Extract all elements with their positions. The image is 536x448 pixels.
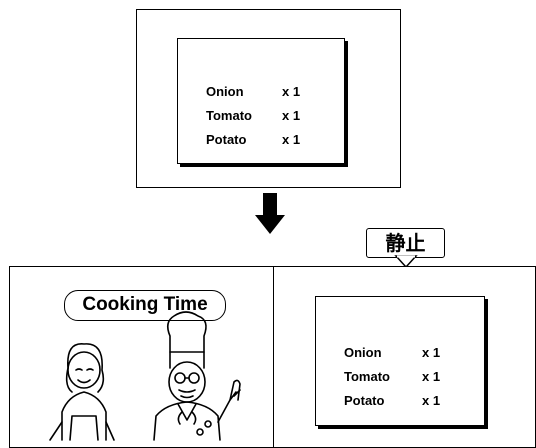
ingredient-qty: x 1 <box>422 393 441 408</box>
bottom-ingredient-card: Onion x 1 Tomato x 1 Potato x 1 <box>315 296 485 426</box>
ingredient-name: Potato <box>344 393 385 408</box>
down-arrow-icon <box>255 193 285 234</box>
ingredient-qty: x 1 <box>282 132 301 147</box>
ingredient-name: Tomato <box>206 108 252 123</box>
cooking-time-text: Cooking Time <box>82 294 208 315</box>
ingredient-name: Potato <box>206 132 247 147</box>
ingredient-qty: x 1 <box>282 84 301 99</box>
ingredient-qty: x 1 <box>422 345 441 360</box>
ingredient-qty: x 1 <box>282 108 301 123</box>
top-ingredient-card: Onion x 1 Tomato x 1 Potato x 1 <box>177 38 345 164</box>
still-callout: 静止 <box>366 228 445 258</box>
ingredient-name: Onion <box>344 345 382 360</box>
ingredient-name: Tomato <box>344 369 390 384</box>
ingredient-qty: x 1 <box>422 369 441 384</box>
still-callout-label: 静止 <box>385 231 426 255</box>
callout-pointer-icon <box>394 255 418 269</box>
ingredient-name: Onion <box>206 84 244 99</box>
chefs-illustration <box>49 311 241 441</box>
